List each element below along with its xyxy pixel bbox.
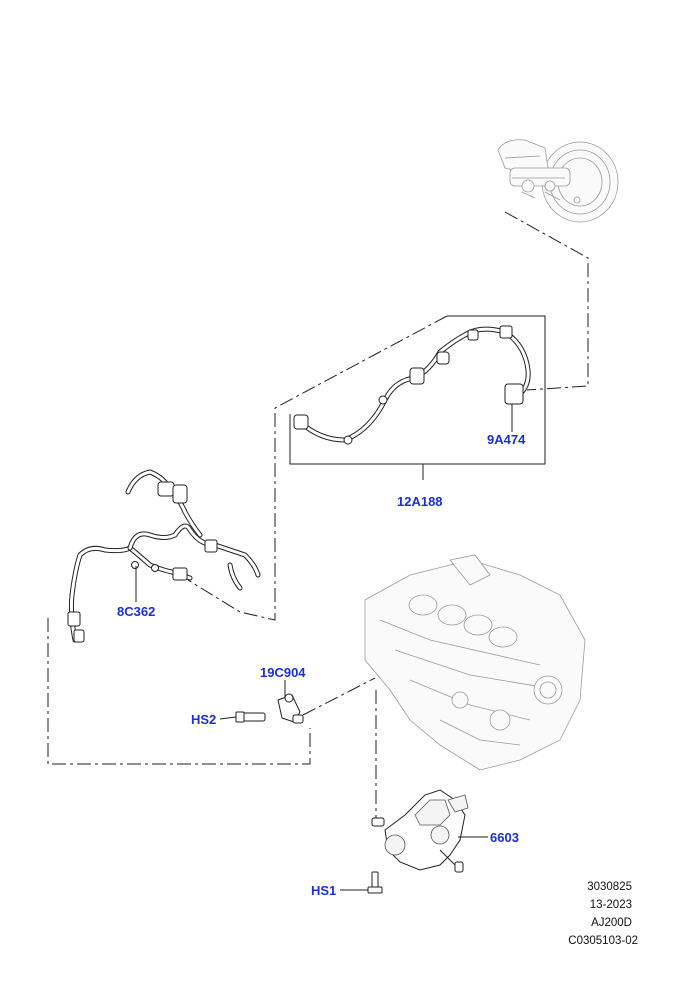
reference-line-1: 3030825 xyxy=(587,881,632,893)
engine-block-drawing xyxy=(364,554,586,771)
brake-booster-drawing xyxy=(497,139,619,223)
callout-12a188[interactable]: 12A188 xyxy=(397,494,443,509)
oil-pump-drawing xyxy=(371,789,469,873)
callout-9a474[interactable]: 9A474 xyxy=(487,432,526,447)
reference-line-3: AJ200D xyxy=(591,917,632,929)
reference-line-2: 13-2023 xyxy=(590,899,632,911)
harness-bracket-box xyxy=(289,315,546,480)
leader-lines xyxy=(135,404,513,891)
callout-6603[interactable]: 6603 xyxy=(490,830,519,845)
hs2-bolt-drawing xyxy=(235,711,266,723)
callout-hs1[interactable]: HS1 xyxy=(311,883,336,898)
hs1-bolt-drawing xyxy=(367,871,383,894)
callout-8c362[interactable]: 8C362 xyxy=(117,604,155,619)
callout-hs2[interactable]: HS2 xyxy=(191,712,216,727)
upper-wiring-harness-drawing xyxy=(293,325,531,445)
assembly-lines xyxy=(47,211,589,818)
crank-sensor-drawing xyxy=(277,693,304,724)
lower-wiring-harness-drawing xyxy=(67,469,261,643)
callout-19c904[interactable]: 19C904 xyxy=(260,665,306,680)
reference-line-4: C0305103-02 xyxy=(568,935,638,947)
